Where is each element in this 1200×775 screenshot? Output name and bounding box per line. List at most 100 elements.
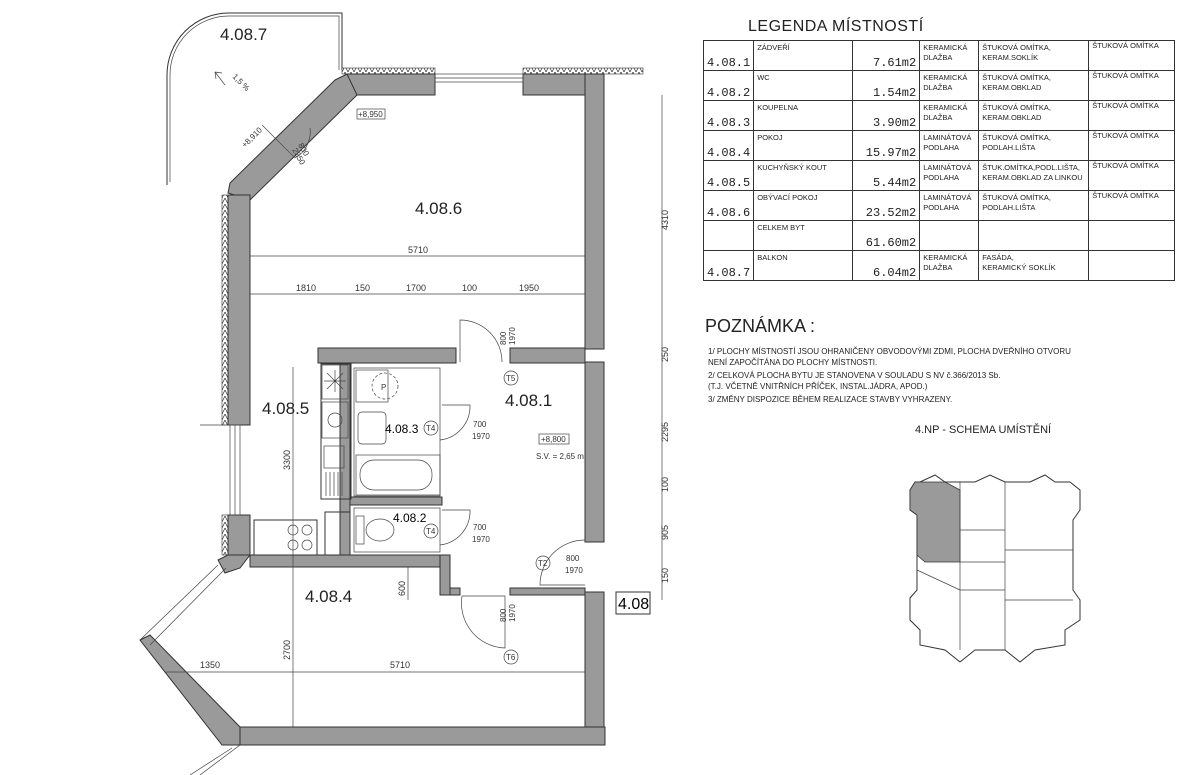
legend-cell-floor: LAMINÁTOVÁ PODLAHA [919,160,980,191]
svg-text:600: 600 [397,581,407,596]
legend-cell-walls [978,220,1090,251]
svg-text:1700: 1700 [406,283,426,293]
legend-cell-code: 4.08.3 [702,100,755,131]
legend-cell-ceiling [1088,250,1175,281]
note-1: 1/ PLOCHY MÍSTNOSTÍ JSOU OHRANIČENY OBVO… [708,347,1071,367]
legend-cell-code: 4.08.2 [702,70,755,101]
svg-text:5710: 5710 [390,660,410,670]
location-schema [909,474,1081,663]
legend-cell-area: 5.44m2 [852,160,921,191]
svg-text:3300: 3300 [282,450,292,470]
svg-text:1950: 1950 [519,283,539,293]
legend-cell-ceiling: ŠTUKOVÁ OMÍTKA [1088,190,1175,221]
legend-cell-walls: FASÁDA, KERAMICKÝ SOKLÍK [978,250,1090,281]
door-sizes: 800 1970 700 1970 700 1970 800 1970 800 … [472,327,583,622]
svg-text:700: 700 [473,420,487,429]
legend-cell-floor: KERAMICKÁ DLAŽBA [919,40,980,71]
svg-text:1970: 1970 [565,566,583,575]
door-tag-t4: T4 [426,527,436,536]
legend-cell-code: 4.08.7 [702,250,755,281]
legend-cell-floor: LAMINÁTOVÁ PODLAHA [919,190,980,221]
ceiling-height: S.V. = 2,65 m [536,452,584,461]
svg-text:250: 250 [660,347,670,362]
legend-cell-area: 23.52m2 [852,190,921,221]
legend-cell-area: 6.04m2 [852,250,921,281]
legend-cell-area: 61.60m2 [852,220,921,251]
legend-cell-name: OBÝVACÍ POKOJ [753,190,854,221]
dimension-values: 5710 1810 150 1700 100 1950 4310 250 229… [200,210,670,670]
room-label-4-08-4: 4.08.4 [305,587,352,606]
legend-cell-area: 1.54m2 [852,70,921,101]
legend-cell-walls: ŠTUKOVÁ OMÍTKA, PODLAH.LIŠTA [978,190,1090,221]
door-tag-t6: T6 [506,653,516,662]
legend-title: LEGENDA MÍSTNOSTÍ [748,18,924,35]
legend-cell-walls: ŠTUKOVÁ OMÍTKA, KERAM.OBKLAD [978,70,1090,101]
note-3: 3/ ZMĚNY DISPOZICE BĚHEM REALIZACE STAVB… [708,395,953,404]
legend-cell-walls: ŠTUKOVÁ OMÍTKA, KERAM.SOKLÍK [978,40,1090,71]
room-label-4-08-5: 4.08.5 [262,399,309,418]
room-label-4-08-1: 4.08.1 [505,391,552,410]
room-label-4-08-3: 4.08.3 [385,422,419,436]
kitchen-counter [253,363,352,556]
svg-text:1810: 1810 [296,283,316,293]
svg-text:1970: 1970 [472,535,490,544]
svg-text:P: P [381,383,386,392]
dimension-lines [165,95,663,727]
svg-text:5710: 5710 [408,245,428,255]
legend-cell-floor: KERAMICKÁ DLAŽBA [919,250,980,281]
legend-cell-code: 4.08.5 [702,160,755,191]
legend-cell-name: POKOJ [753,130,854,161]
legend-cell-ceiling: ŠTUKOVÁ OMÍTKA [1088,40,1175,71]
legend-cell-floor [919,220,980,251]
svg-text:1350: 1350 [200,660,220,670]
legend-cell-code: 4.08.4 [702,130,755,161]
svg-text:800: 800 [499,331,508,345]
bathroom-fixtures: P [353,367,441,553]
svg-text:150: 150 [660,568,670,583]
unit-label: 4.08 [618,596,649,613]
legend-cell-name: WC [753,70,854,101]
svg-text:2295: 2295 [660,422,670,442]
svg-text:905: 905 [660,525,670,540]
level-balcony: +8,910 [240,125,264,149]
legend-cell-area: 15.97m2 [852,130,921,161]
windows [139,73,524,775]
level-hall: +8,800 [541,435,566,444]
svg-text:100: 100 [462,283,477,293]
legend-cell-ceiling [1088,220,1175,251]
legend-cell-code: 4.08.6 [702,190,755,221]
note-2: 2/ CELKOVÁ PLOCHA BYTU JE STANOVENA V SO… [708,371,1001,391]
legend-cell-name: BALKON [753,250,854,281]
legend-cell-walls: ŠTUKOVÁ OMÍTKA, KERAM.OBKLAD [978,100,1090,131]
legend-cell-name: ZÁDVEŘÍ [753,40,854,71]
room-label-4-08-7: 4.08.7 [220,25,267,44]
svg-text:800: 800 [499,608,508,622]
legend-cell-ceiling: ŠTUKOVÁ OMÍTKA [1088,70,1175,101]
legend-cell-floor: KERAMICKÁ DLAŽBA [919,70,980,101]
legend-cell-code: 4.08.1 [702,40,755,71]
legend-cell-walls: ŠTUKOVÁ OMÍTKA, PODLAH.LIŠTA [978,130,1090,161]
svg-text:150: 150 [355,283,370,293]
legend-cell-area: 3.90m2 [852,100,921,131]
svg-text:1970: 1970 [472,432,490,441]
legend-cell-code [702,220,755,251]
legend-cell-floor: LAMINÁTOVÁ PODLAHA [919,130,980,161]
svg-text:800: 800 [566,554,580,563]
svg-text:1970: 1970 [508,327,517,345]
legend-cell-name: KUCHYŇSKÝ KOUT [753,160,854,191]
svg-text:4310: 4310 [660,210,670,230]
legend-cell-ceiling: ŠTUKOVÁ OMÍTKA [1088,100,1175,131]
legend-cell-floor: KERAMICKÁ DLAŽBA [919,100,980,131]
legend-cell-ceiling: ŠTUKOVÁ OMÍTKA [1088,130,1175,161]
legend-cell-area: 7.61m2 [852,40,921,71]
balcony-outline [166,12,343,185]
svg-text:700: 700 [473,523,487,532]
svg-text:100: 100 [660,477,670,492]
